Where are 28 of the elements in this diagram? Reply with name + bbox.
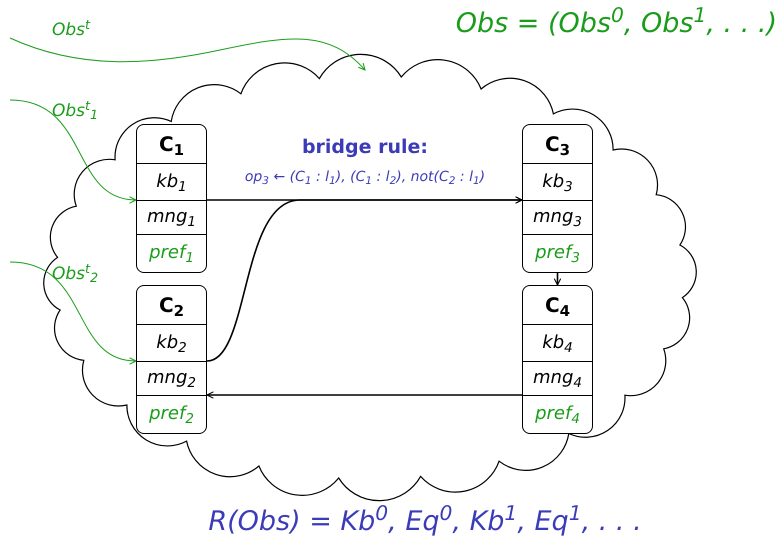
context-field: pref$_{4}$	[523, 394, 592, 433]
context-title: C$_{2}$	[158, 292, 186, 322]
context-field: mng$_{4}$	[523, 360, 592, 395]
context-box	[136, 285, 207, 434]
arrow	[10, 262, 137, 364]
arrow	[10, 38, 366, 71]
context-field: pref$_{3}$	[523, 234, 592, 272]
context-field: kb$_{1}$	[137, 163, 206, 200]
context-box	[136, 124, 207, 273]
arrow	[554, 273, 562, 286]
context-field: kb$_{3}$	[523, 163, 592, 200]
context-field: mng$_{2}$	[137, 360, 206, 395]
context-box	[522, 124, 593, 273]
context-field: pref$_{1}$	[137, 234, 206, 272]
context-field: kb$_{4}$	[523, 324, 592, 361]
arrow	[206, 391, 522, 399]
rule-heading: bridge rule:	[302, 138, 428, 157]
context-title: C$_{3}$	[544, 131, 572, 161]
arrow	[10, 100, 137, 203]
context-field: kb$_{2}$	[137, 324, 206, 361]
context-title: C$_{4}$	[544, 292, 572, 322]
context-box	[522, 285, 593, 434]
context-field: pref$_{2}$	[137, 394, 206, 433]
context-title: C$_{1}$	[158, 131, 186, 161]
edge-label: Obs$^{t}$	[52, 22, 90, 39]
context-field: mng$_{1}$	[137, 200, 206, 234]
arrow	[206, 196, 523, 362]
context-field: mng$_{3}$	[523, 200, 592, 234]
